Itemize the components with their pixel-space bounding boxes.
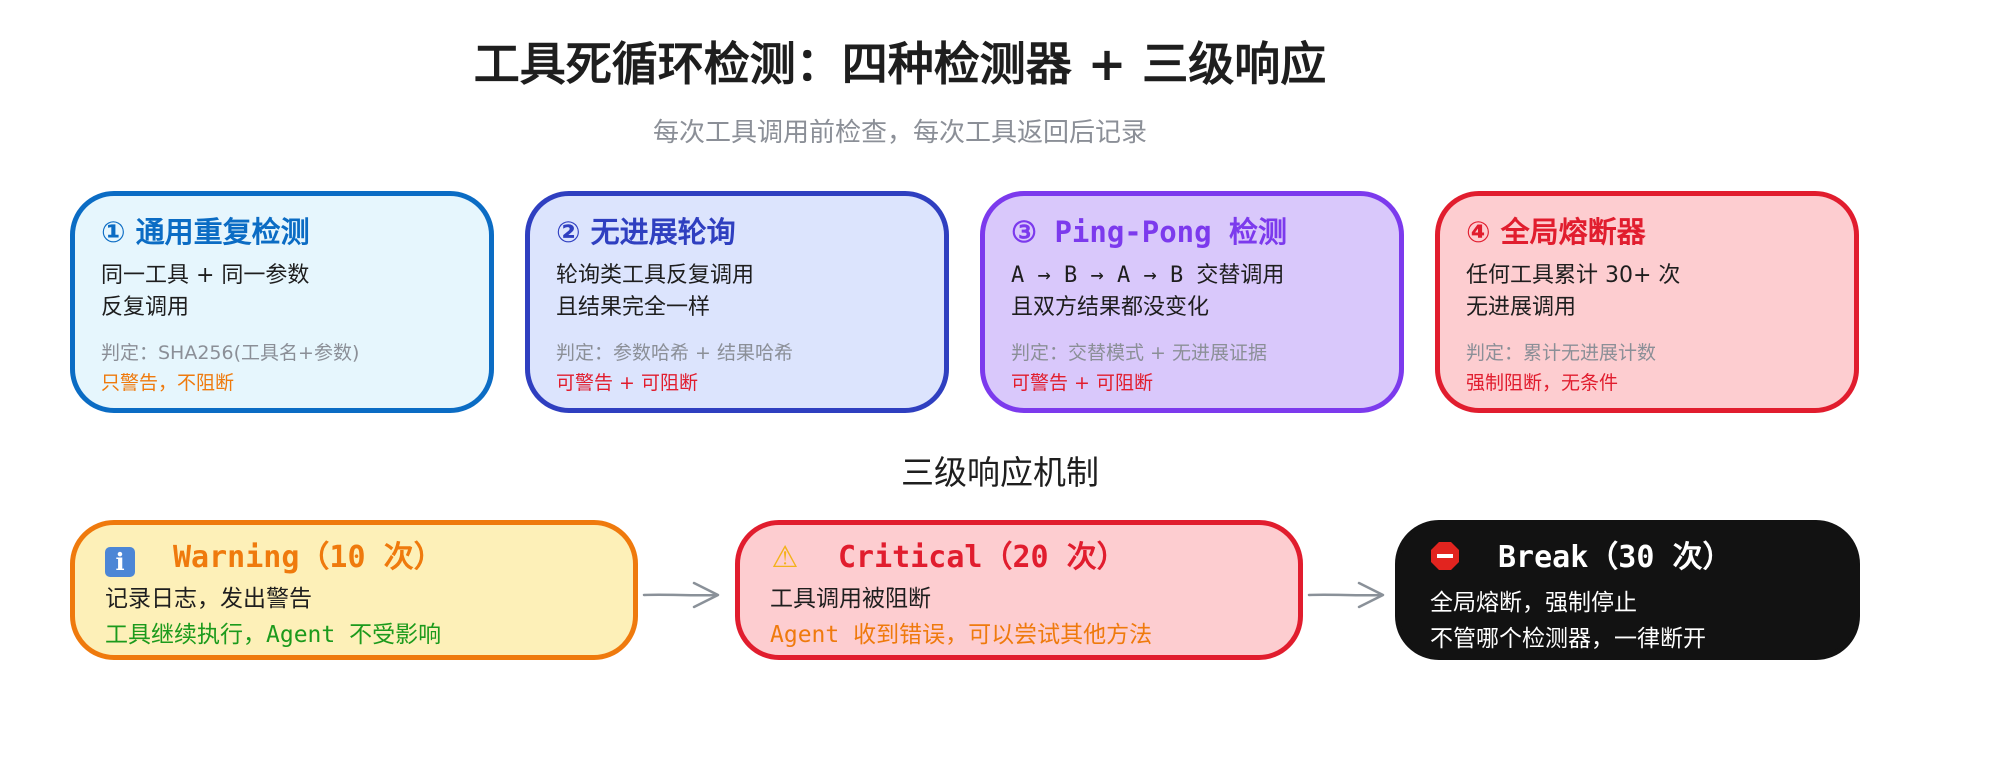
level-card-break: Break（30 次） 全局熔断，强制停止 不管哪个检测器，一律断开 <box>1395 520 1860 660</box>
detector-card-global-breaker: ④ 全局熔断器 任何工具累计 30+ 次 无进展调用 判定：累计无进展计数 强制… <box>1435 191 1859 413</box>
stop-icon <box>1430 539 1460 585</box>
detector-card-no-progress-poll: ② 无进展轮询 轮询类工具反复调用 且结果完全一样 判定：参数哈希 + 结果哈希… <box>525 191 949 413</box>
detector-desc-line1: 轮询类工具反复调用 <box>556 263 755 288</box>
detector-title: ③ Ping-Pong 检测 <box>1011 215 1288 249</box>
detector-result: 强制阻断，无条件 <box>1466 372 1619 394</box>
detector-card-generic-repeat: ① 通用重复检测 同一工具 + 同一参数 反复调用 判定：SHA256(工具名+… <box>70 191 494 413</box>
warning-icon-glyph: ⚠ <box>771 540 799 575</box>
level-line2: 工具继续执行，Agent 不受影响 <box>105 622 442 648</box>
detector-desc-line1: 同一工具 + 同一参数 <box>101 263 310 288</box>
page-subtitle: 每次工具调用前检查，每次工具返回后记录 <box>652 118 1147 148</box>
detector-result: 只警告，不阻断 <box>101 372 235 394</box>
info-icon-glyph: ℹ <box>115 548 125 576</box>
detector-title: ② 无进展轮询 <box>556 215 736 249</box>
detector-result: 可警告 + 可阻断 <box>1011 372 1153 394</box>
arrow-icon <box>642 581 720 609</box>
detector-judge: 判定：交替模式 + 无进展证据 <box>1011 342 1267 364</box>
detector-desc-line2: 且结果完全一样 <box>556 295 711 320</box>
detector-desc-line2: 反复调用 <box>101 295 190 320</box>
detector-result: 可警告 + 可阻断 <box>556 372 698 394</box>
level-title: Warning（10 次） <box>173 540 444 575</box>
section-title: 三级响应机制 <box>901 453 1099 492</box>
level-line1: 工具调用被阻断 <box>770 586 931 612</box>
detector-desc-line2: 且双方结果都没变化 <box>1011 295 1210 320</box>
warning-icon: ⚠ <box>770 535 800 581</box>
detector-judge: 判定：累计无进展计数 <box>1466 342 1657 364</box>
level-line1: 记录日志，发出警告 <box>105 586 312 612</box>
level-title: Critical（20 次） <box>838 540 1127 575</box>
detector-desc-line1: A → B → A → B 交替调用 <box>1011 263 1285 288</box>
detector-card-ping-pong: ③ Ping-Pong 检测 A → B → A → B 交替调用 且双方结果都… <box>980 191 1404 413</box>
info-icon: ℹ <box>105 547 135 577</box>
level-line2: 不管哪个检测器，一律断开 <box>1430 626 1706 652</box>
level-title: Break（30 次） <box>1498 540 1733 575</box>
detector-judge: 判定：参数哈希 + 结果哈希 <box>556 342 793 364</box>
level-line2: Agent 收到错误，可以尝试其他方法 <box>770 622 1153 648</box>
level-header: Break（30 次） <box>1430 535 1825 585</box>
level-header: ℹ Warning（10 次） <box>105 535 603 581</box>
level-line1: 全局熔断，强制停止 <box>1430 590 1637 616</box>
level-card-warning: ℹ Warning（10 次） 记录日志，发出警告 工具继续执行，Agent 不… <box>70 520 638 660</box>
detector-desc-line1: 任何工具累计 30+ 次 <box>1466 263 1681 288</box>
detector-judge: 判定：SHA256(工具名+参数) <box>101 342 360 364</box>
arrow-icon <box>1307 581 1385 609</box>
detector-title: ④ 全局熔断器 <box>1466 215 1646 249</box>
detector-title: ① 通用重复检测 <box>101 215 310 249</box>
page-title: 工具死循环检测：四种检测器 + 三级响应 <box>473 37 1327 91</box>
level-card-critical: ⚠ Critical（20 次） 工具调用被阻断 Agent 收到错误，可以尝试… <box>735 520 1303 660</box>
detector-desc-line2: 无进展调用 <box>1466 295 1577 320</box>
level-header: ⚠ Critical（20 次） <box>770 535 1268 581</box>
